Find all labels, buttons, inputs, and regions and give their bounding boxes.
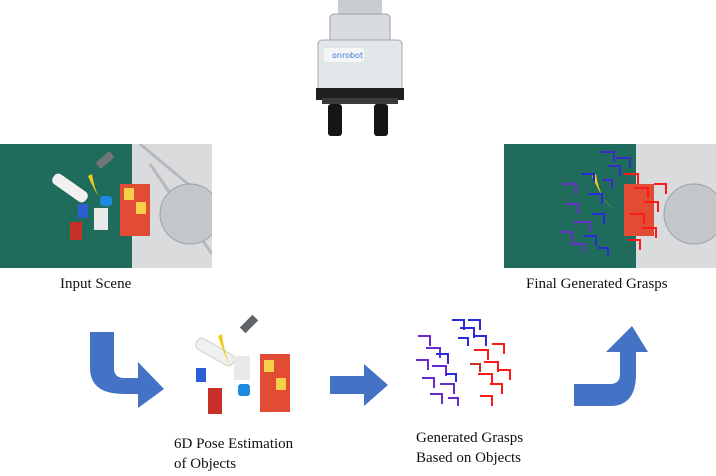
generated-caption-line2: Based on Objects — [416, 450, 521, 466]
flow-arrow-icon — [88, 330, 164, 408]
input-scene-image — [0, 144, 212, 268]
pose-caption-line2: of Objects — [174, 456, 237, 472]
final-grasps-image — [504, 144, 716, 268]
flow-arrow-icon — [330, 364, 388, 406]
generated-grasps-image — [412, 314, 518, 414]
gripper-image: onrobot — [310, 0, 410, 140]
pose-caption-line1: 6D Pose Estimation — [174, 436, 294, 452]
flow-arrow-icon — [572, 326, 648, 406]
input-scene-caption: Input Scene — [60, 276, 132, 292]
pose-estimation-image — [188, 314, 296, 420]
svg-text:onrobot: onrobot — [332, 51, 363, 60]
generated-caption-line1: Generated Grasps — [416, 430, 524, 446]
final-grasps-caption: Final Generated Grasps — [526, 276, 668, 292]
